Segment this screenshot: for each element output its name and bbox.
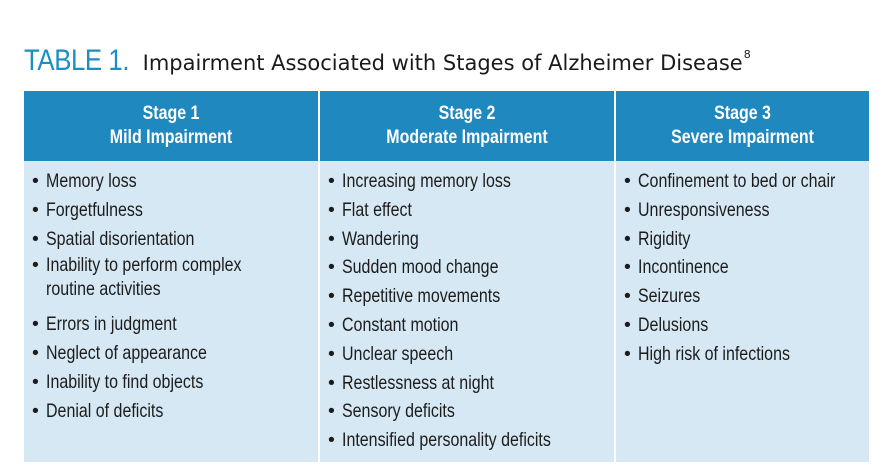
list-item: •Memory loss bbox=[30, 167, 312, 196]
bullet-icon: • bbox=[32, 170, 39, 192]
list-item: •Repetitive movements bbox=[326, 282, 608, 311]
bullet-icon: • bbox=[624, 313, 631, 336]
list-item: •Unresponsiveness bbox=[622, 196, 866, 225]
reference-superscript: 8 bbox=[743, 48, 751, 61]
bullet-icon: • bbox=[32, 198, 39, 221]
header-stage-3: Stage 3 Severe Impairment bbox=[616, 91, 869, 161]
header-stage-2: Stage 2 Moderate Impairment bbox=[320, 91, 614, 161]
list-item: •Errors in judgment bbox=[30, 310, 312, 339]
list-item: •Inability to find objects bbox=[30, 368, 312, 397]
table-caption: Impairment Associated with Stages of Alz… bbox=[142, 48, 751, 75]
table-header-row: Stage 1 Mild Impairment Stage 2 Moderate… bbox=[24, 91, 869, 161]
bullet-icon: • bbox=[328, 400, 335, 423]
bullet-icon: • bbox=[32, 370, 39, 393]
list-item: •Unclear speech bbox=[326, 340, 608, 369]
table-number-label: TABLE 1. bbox=[24, 44, 130, 77]
list-item: •Rigidity bbox=[622, 225, 866, 254]
header-stage-1-title: Stage 1 bbox=[142, 103, 200, 124]
stage-3-list: •Confinement to bed or chair •Unresponsi… bbox=[622, 167, 866, 369]
list-item: •Sudden mood change bbox=[326, 253, 608, 282]
bullet-icon: • bbox=[32, 341, 39, 364]
header-stage-3-title: Stage 3 bbox=[714, 103, 771, 124]
list-item: •Spatial disorientation bbox=[30, 225, 312, 254]
list-item: •Intensified personality deficits bbox=[326, 426, 608, 455]
table-title: TABLE 1. Impairment Associated with Stag… bbox=[24, 46, 751, 76]
table-caption-text: Impairment Associated with Stages of Alz… bbox=[142, 51, 743, 75]
list-item: •Inability to perform complex routine ac… bbox=[30, 253, 312, 310]
bullet-icon: • bbox=[32, 399, 39, 422]
bullet-icon: • bbox=[328, 256, 335, 279]
bullet-icon: • bbox=[328, 285, 335, 308]
list-item: •Constant motion bbox=[326, 311, 608, 340]
header-stage-1: Stage 1 Mild Impairment bbox=[24, 91, 318, 161]
list-item: •Wandering bbox=[326, 225, 608, 254]
bullet-icon: • bbox=[624, 342, 631, 365]
bullet-icon: • bbox=[328, 198, 335, 221]
list-item: •Sensory deficits bbox=[326, 397, 608, 426]
bullet-icon: • bbox=[624, 285, 631, 308]
list-item: •Increasing memory loss bbox=[326, 167, 608, 196]
list-item: •Seizures bbox=[622, 282, 866, 311]
list-item: •Delusions bbox=[622, 311, 866, 340]
bullet-icon: • bbox=[32, 227, 39, 250]
list-item: •Incontinence bbox=[622, 253, 866, 282]
bullet-icon: • bbox=[328, 313, 335, 336]
header-stage-2-subtitle: Moderate Impairment bbox=[386, 127, 548, 148]
list-item: •Flat effect bbox=[326, 196, 608, 225]
bullet-icon: • bbox=[624, 256, 631, 279]
bullet-icon: • bbox=[328, 429, 335, 452]
bullet-icon: • bbox=[328, 227, 335, 250]
bullet-icon: • bbox=[624, 227, 631, 250]
list-item: •Denial of deficits bbox=[30, 397, 312, 426]
list-item: •High risk of infections bbox=[622, 340, 866, 369]
column-divider-2 bbox=[614, 91, 616, 462]
bullet-icon: • bbox=[624, 198, 631, 221]
bullet-icon: • bbox=[328, 342, 335, 365]
bullet-icon: • bbox=[624, 170, 631, 192]
bullet-icon: • bbox=[328, 170, 335, 192]
stage-1-list: •Memory loss •Forgetfulness •Spatial dis… bbox=[30, 167, 312, 425]
list-item: •Neglect of appearance bbox=[30, 339, 312, 368]
header-stage-1-subtitle: Mild Impairment bbox=[109, 127, 233, 148]
header-stage-3-subtitle: Severe Impairment bbox=[671, 127, 814, 148]
header-stage-2-title: Stage 2 bbox=[438, 103, 496, 124]
list-item: •Forgetfulness bbox=[30, 196, 312, 225]
stages-table: Stage 1 Mild Impairment Stage 2 Moderate… bbox=[24, 91, 869, 462]
column-divider-1 bbox=[318, 91, 320, 462]
bullet-icon: • bbox=[32, 254, 39, 277]
bullet-icon: • bbox=[328, 371, 335, 394]
list-item: •Confinement to bed or chair bbox=[622, 167, 866, 196]
list-item: •Restlessness at night bbox=[326, 369, 608, 398]
stage-2-list: •Increasing memory loss •Flat effect •Wa… bbox=[326, 167, 608, 455]
bullet-icon: • bbox=[32, 313, 39, 336]
